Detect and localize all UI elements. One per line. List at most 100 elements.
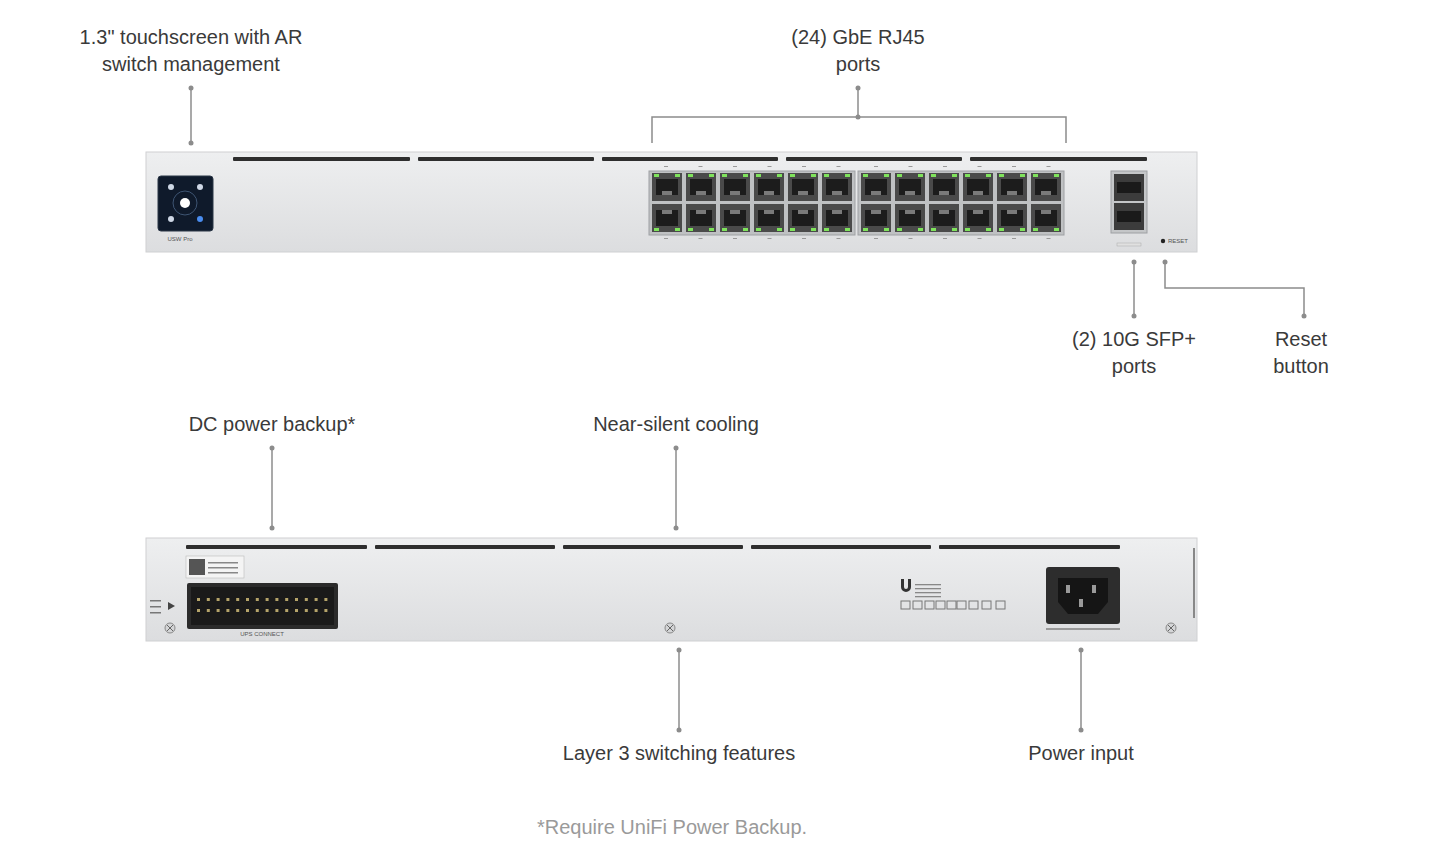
rj45-cavity [1001,210,1023,226]
connector-pin [246,598,249,601]
connector-pin [217,609,220,612]
vent-slot [418,157,594,161]
port-block [649,171,855,235]
connector-pin [226,598,229,601]
rj45-tab [1007,210,1017,214]
compliance-mark [925,601,934,609]
leader-dot [270,446,275,451]
inlet-prong [1092,585,1096,593]
rj45-port [963,204,993,232]
connector-pin [285,609,288,612]
rj45-port [895,204,925,232]
model-label: USW Pro [150,236,210,243]
connector-pin [285,598,288,601]
link-led [931,174,936,177]
rj45-cavity [758,210,780,226]
rj45-cavity [899,210,921,226]
port-tick [1012,238,1016,239]
connector-pin [207,609,210,612]
connector-pin [295,598,298,601]
rj45-tab [798,210,808,214]
connector-pin [207,598,210,601]
reset-hole [1161,239,1165,243]
vent-slot [939,545,1120,549]
sticker-line [208,562,238,564]
sfp-cage [1114,203,1144,230]
connector-pin [305,598,308,601]
port-tick [733,166,737,167]
leader-dot [674,526,679,531]
rj45-cavity [724,210,746,226]
link-led [1020,174,1025,177]
link-led [790,174,795,177]
link-led [986,228,991,231]
link-led [952,228,957,231]
rj45-cavity [724,179,746,195]
rj45-cavity [1001,179,1023,195]
ups-connector-inner [191,587,334,625]
rj45-tab [871,210,881,214]
link-led [654,174,659,177]
link-led [918,174,923,177]
rj45-cavity [826,210,848,226]
rj45-tab [973,210,983,214]
rating-line [915,584,941,585]
leader-dot [189,141,194,146]
leader-line [190,88,192,143]
rj45-tab [798,191,808,195]
compliance-mark [957,601,966,609]
link-led [1033,228,1038,231]
port-block [858,171,1064,235]
link-led [918,228,923,231]
rj45-port [754,204,784,232]
link-led [1054,228,1059,231]
port-tick [1047,238,1051,239]
rj45-port [895,173,925,201]
rj45-tab [1041,191,1051,195]
leader-dot [189,86,194,91]
sfp-housing [1111,171,1147,233]
brand-logo [901,579,911,592]
connector-pin [256,598,259,601]
link-led [986,174,991,177]
link-led [965,228,970,231]
connector-pin [236,609,239,612]
rj45-port [861,173,891,201]
chassis-front [146,152,1197,252]
link-led [709,174,714,177]
ups-connector [187,583,338,629]
connector-pin [266,609,269,612]
connector-pin [197,598,200,601]
rj45-port [652,204,682,232]
link-led [790,228,795,231]
serial-sticker [186,556,244,578]
rating-line [915,592,941,593]
rj45-port [686,173,716,201]
rj45-port [788,204,818,232]
inlet-rating [1046,628,1120,630]
rj45-tab [662,191,672,195]
vent-slot [751,545,931,549]
inlet-prong [1066,585,1070,593]
qr-code [189,559,205,575]
link-led [743,174,748,177]
rj45-cavity [899,179,921,195]
rj45-cavity [656,210,678,226]
compliance-mark [969,601,978,609]
leader-line [857,88,859,117]
sticker-line [208,567,238,569]
feature-callout: Reset button [1256,326,1346,380]
vent-slot [970,157,1147,161]
rj45-tab [832,191,842,195]
rj45-port [720,173,750,201]
port-tick [978,238,982,239]
leader-dot [270,526,275,531]
chassis-back [146,538,1197,641]
rj45-tab [905,191,915,195]
port-tick [664,166,668,167]
rating-line [915,596,941,597]
vent-slot [233,157,410,161]
rj45-tab [696,210,706,214]
port-tick [768,238,772,239]
link-led [999,174,1004,177]
